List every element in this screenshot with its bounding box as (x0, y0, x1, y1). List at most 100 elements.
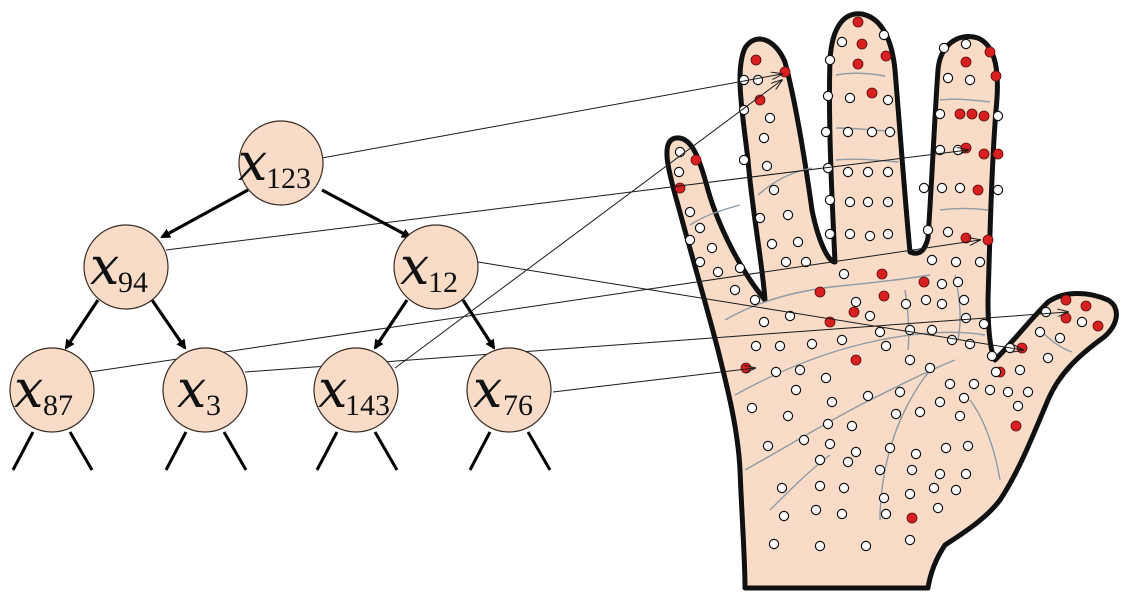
sensor-dot (993, 185, 1002, 194)
sensor-dot-active (751, 55, 761, 65)
node-label: x (238, 133, 267, 193)
sensor-dot (955, 411, 964, 420)
sensor-dot (959, 295, 968, 304)
sensor-dot-active (967, 109, 977, 119)
sensor-dot (713, 267, 722, 276)
sensor-dot (905, 535, 914, 544)
sensor-dot (935, 109, 944, 118)
edge-n12-n143 (375, 300, 407, 348)
sensor-dot (851, 447, 860, 456)
sensor-dot-active (979, 111, 989, 121)
edge-n94-n87 (66, 300, 98, 348)
sensor-dot-active (853, 17, 863, 27)
sensor-dot (837, 37, 846, 46)
sensor-dot (905, 325, 914, 334)
sensor-dot (755, 213, 764, 222)
node-subscript: 12 (428, 266, 458, 299)
sensor-dot (943, 73, 952, 82)
sensor-dot-active (991, 71, 1001, 81)
sensor-dot-active (741, 363, 751, 373)
sensor-dot (759, 133, 768, 142)
sensor-dot (799, 435, 808, 444)
sensor-dot (987, 351, 996, 360)
sensor-dot (821, 127, 830, 136)
tree-node: x 123 (238, 121, 323, 205)
sensor-dot-active (961, 57, 971, 67)
hand (667, 14, 1117, 588)
sensor-dot (771, 367, 780, 376)
sensor-dot (919, 183, 928, 192)
node-label: x (14, 360, 43, 420)
sensor-dot (783, 210, 792, 219)
sensor-dot (827, 397, 836, 406)
sensor-dot-active (849, 307, 859, 317)
tree-node: x 76 (467, 348, 551, 432)
node-subscript: 3 (206, 389, 221, 422)
sensor-dot (885, 127, 894, 136)
sensor-dot (985, 385, 994, 394)
sensor-dot (993, 111, 1002, 120)
sensor-dot (895, 387, 904, 396)
sensor-dot (951, 485, 960, 494)
sensor-dot (863, 197, 872, 206)
sensor-dot (923, 225, 932, 234)
sensor-dot (823, 419, 832, 428)
sensor-dot (961, 313, 970, 322)
sensor-dot-active (675, 183, 685, 193)
sensor-dot (865, 311, 874, 320)
sensor-dot (945, 379, 954, 388)
sensor-dot-active (985, 47, 995, 57)
sensor-dot-active (815, 287, 825, 297)
sensor-dot (777, 483, 786, 492)
sensor-dot (935, 469, 944, 478)
sensor-dot (825, 55, 834, 64)
sensor-dot (935, 397, 944, 406)
sensor-dot (825, 195, 834, 204)
sensor-dot (753, 75, 762, 84)
tree-node: x 143 (314, 348, 398, 432)
node-subscript: 143 (345, 389, 390, 422)
sensor-dot (815, 455, 824, 464)
sensor-dot-active (780, 67, 790, 77)
sensor-dot (911, 449, 920, 458)
sensor-dot (879, 493, 888, 502)
sensor-dot-active (867, 88, 877, 98)
sensor-dot-active (961, 143, 971, 153)
sensor-dot (961, 39, 970, 48)
sensor-dot (1055, 333, 1064, 342)
sensor-dot (779, 511, 788, 520)
edge-n123-n94 (162, 190, 248, 237)
sensor-dot (969, 379, 978, 388)
sensor-dot (851, 297, 860, 306)
sensor-dot (843, 167, 852, 176)
sensor-dot (921, 295, 930, 304)
sensor-dot (907, 465, 916, 474)
sensor-dot (775, 341, 784, 350)
sensor-dot (765, 113, 774, 122)
sensor-dot (979, 319, 988, 328)
sensor-dot (885, 443, 894, 452)
sensor-dot (843, 457, 852, 466)
sensor-dot (927, 325, 936, 334)
sensor-dot (883, 229, 892, 238)
sensor-dot (675, 147, 684, 156)
sensor-dot (735, 263, 744, 272)
sensor-dot (762, 161, 771, 170)
sensor-dot-active (1081, 301, 1091, 311)
sensor-dot (883, 95, 892, 104)
sensor-dot (1041, 307, 1050, 316)
sensor-dot (883, 197, 892, 206)
leaf-stubs (13, 432, 550, 470)
edge-n94-n3 (152, 300, 185, 348)
sensor-dot-active (1093, 321, 1103, 331)
sensor-dot (947, 335, 956, 344)
sensor-dot (1077, 317, 1086, 326)
sensor-dot (1043, 353, 1052, 362)
sensor-dot (867, 127, 876, 136)
sensor-dot (685, 235, 694, 244)
sensor-dot (959, 393, 968, 402)
sensor-dot (1035, 327, 1044, 336)
sensor-dot-active (877, 269, 887, 279)
sensor-dot (943, 227, 952, 236)
